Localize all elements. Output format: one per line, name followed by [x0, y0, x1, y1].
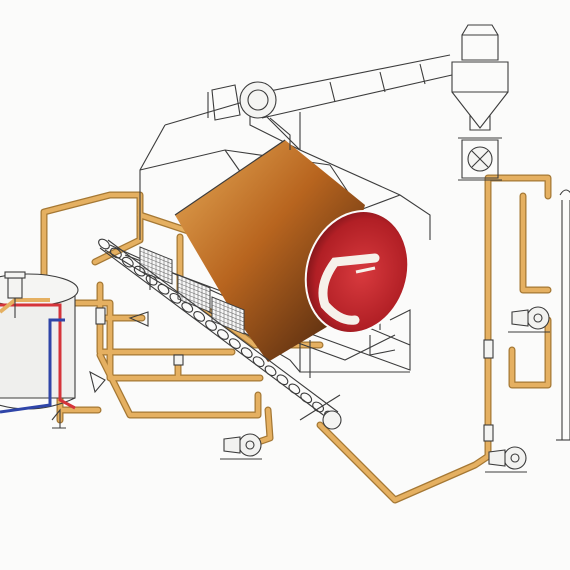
grille-bar	[212, 304, 244, 319]
screw-flight	[169, 292, 182, 304]
grille-bar	[212, 312, 244, 327]
pump-motor	[223, 436, 241, 454]
heater-grille	[211, 296, 245, 335]
screw-flight	[252, 356, 265, 368]
screw-flights	[98, 238, 336, 422]
screw-flight	[228, 338, 241, 349]
pump-inlet	[510, 453, 520, 463]
screw-flight	[121, 256, 134, 268]
exhaust-duct	[249, 54, 453, 150]
pump-inlet	[245, 440, 255, 450]
screw-flight	[133, 265, 146, 277]
tank-drain-valve	[51, 408, 66, 429]
pipe-coupling	[173, 354, 184, 366]
screw-flight	[145, 274, 158, 286]
screw-flight	[288, 383, 301, 395]
grille-bar	[140, 250, 172, 265]
rotary-valve	[458, 137, 502, 181]
screw-drive-motor	[322, 410, 342, 430]
drum-end-rim	[304, 210, 410, 334]
grille-bar	[178, 278, 210, 293]
grille-bar	[140, 262, 172, 277]
pump-motor	[488, 449, 506, 467]
grille-bar	[140, 266, 172, 281]
screw-flight	[98, 238, 110, 250]
heater-grilles	[139, 246, 245, 335]
grille-bar	[212, 308, 244, 323]
fan-motor	[211, 84, 241, 121]
grille-bar	[140, 254, 172, 269]
valve-fitting	[128, 311, 149, 327]
screw-flight	[217, 329, 229, 340]
grille-bar	[212, 316, 244, 331]
pump-motor	[511, 309, 529, 327]
drum-shaft	[355, 266, 376, 274]
screw-flight	[205, 320, 217, 331]
hot-return-line	[58, 318, 76, 410]
exhaust-fan	[207, 81, 277, 121]
grille-bar	[178, 282, 210, 297]
grille-bar	[178, 294, 210, 309]
pipe-coupling	[483, 424, 494, 442]
screw-flight	[276, 374, 289, 386]
pump-inlet	[533, 313, 543, 323]
cold-water-line	[0, 318, 65, 414]
screw-flight	[181, 301, 194, 313]
screw-flight	[312, 401, 325, 413]
storage-tank	[0, 271, 79, 429]
cyclone-separator	[451, 24, 509, 131]
screw-flight	[109, 247, 122, 259]
discharge-pump	[508, 306, 550, 333]
screw-flight	[240, 347, 253, 359]
screw-flight	[300, 392, 313, 404]
screw-flight	[157, 283, 170, 295]
drum-top-edge	[174, 139, 286, 216]
grille-bar	[212, 300, 244, 315]
valve-fitting	[89, 370, 106, 394]
drum-paddle	[318, 253, 380, 325]
pipe-coupling	[483, 339, 494, 359]
screw-conveyor	[98, 238, 342, 430]
screw-flight	[264, 365, 277, 377]
screw-flight	[193, 311, 206, 322]
heater-grille	[139, 246, 173, 285]
fan-inlet	[247, 89, 269, 111]
heater-grille	[177, 274, 211, 313]
pumps	[220, 306, 550, 473]
tank-agitator	[4, 271, 26, 318]
vertical-column	[556, 189, 570, 441]
grille-bar	[178, 290, 210, 305]
pipe-fittings	[89, 307, 494, 442]
rotary-drum-dryer	[174, 139, 410, 362]
grille-bar	[140, 258, 172, 273]
transfer-pump	[485, 446, 527, 473]
feed-pump	[220, 433, 262, 460]
grille-bar	[178, 286, 210, 301]
pipe-coupling	[95, 307, 106, 325]
